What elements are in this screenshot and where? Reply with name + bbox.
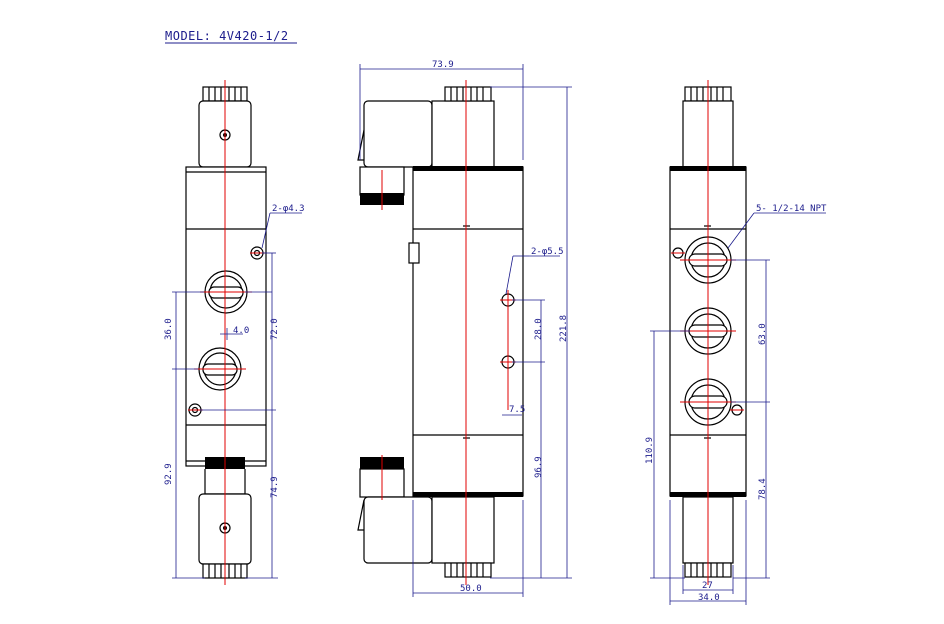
end-dim-27: 27	[702, 581, 713, 591]
front-dim-4: 4.0	[233, 326, 249, 336]
side-dim-969: 96.9	[534, 456, 544, 478]
side-bottom-coil-box	[363, 496, 433, 564]
side-body	[412, 166, 524, 497]
end-dim-ports: 5- 1/2-14 NPT	[756, 204, 827, 214]
end-view: 5- 1/2-14 NPT 63.0 110.9 78.4 27 34.0	[645, 80, 827, 605]
front-body	[185, 166, 267, 467]
end-dim-63: 63.0	[758, 323, 768, 345]
side-dim-hole: 2-φ5.5	[531, 247, 564, 257]
side-top-coil-box	[363, 100, 433, 168]
side-view: 73.9 2-φ5.5 28.0 7.5 221.8 96.9 50.0	[357, 60, 572, 597]
end-dim-784: 78.4	[758, 478, 768, 500]
side-dim-28: 28.0	[534, 318, 544, 340]
front-dim-36: 36.0	[164, 318, 174, 340]
end-dim-34: 34.0	[698, 593, 720, 603]
front-dim-72: 72.0	[270, 318, 280, 340]
front-view: 2-φ4.3 36.0 4.0 72.0 92.9 74.9	[164, 80, 305, 585]
front-bottom-cap-ribs	[208, 564, 242, 578]
side-top-coil-body	[431, 100, 495, 168]
model-title: MODEL: 4V420-1/2	[165, 29, 289, 43]
front-top-cap-ribs	[208, 87, 242, 101]
side-top-cap	[444, 86, 492, 102]
front-dim-hole: 2-φ4.3	[272, 204, 305, 214]
end-dim-1109: 110.9	[645, 437, 655, 464]
front-dim-929: 92.9	[164, 463, 174, 485]
side-dim-2218: 221.8	[559, 315, 569, 342]
side-dim-width-top: 73.9	[432, 60, 454, 70]
front-dim-749: 74.9	[270, 476, 280, 498]
side-dim-width-bottom: 50.0	[460, 584, 482, 594]
side-bottom-cap	[444, 562, 492, 578]
side-dim-75: 7.5	[509, 405, 525, 415]
side-bottom-coil-body	[431, 496, 495, 564]
